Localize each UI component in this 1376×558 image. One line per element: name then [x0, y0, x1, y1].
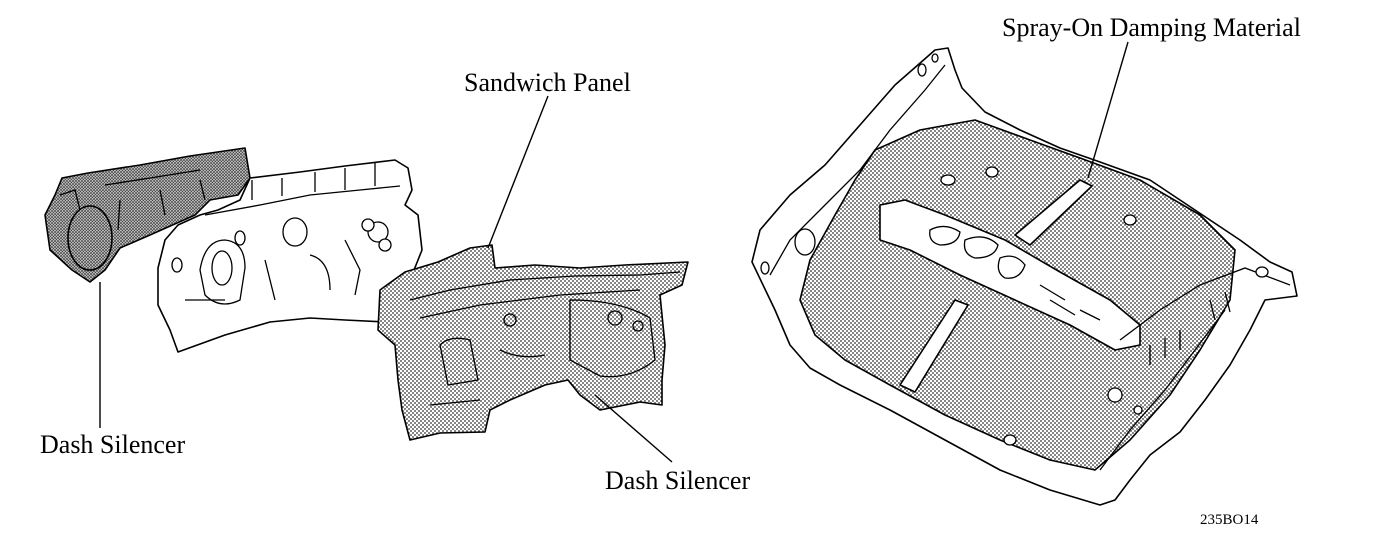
leader-spray-on-damping	[1087, 41, 1129, 179]
sandwich-panel-part	[157, 159, 423, 353]
figure-code: 235BO14	[1200, 512, 1259, 528]
leader-sandwich-panel	[487, 95, 549, 249]
left-dash-silencer-part	[44, 147, 251, 283]
dash-silencer-right-label: Dash Silencer	[605, 466, 751, 495]
right-dash-silencer-part	[377, 244, 689, 441]
dash-silencer-left-label: Dash Silencer	[40, 430, 186, 459]
sandwich-panel-label: Sandwich Panel	[464, 68, 631, 97]
floor-pan-part	[751, 47, 1298, 506]
spray-on-damping-label: Spray-On Damping Material	[1002, 13, 1301, 42]
leader-dash-silencer-right	[594, 394, 673, 463]
